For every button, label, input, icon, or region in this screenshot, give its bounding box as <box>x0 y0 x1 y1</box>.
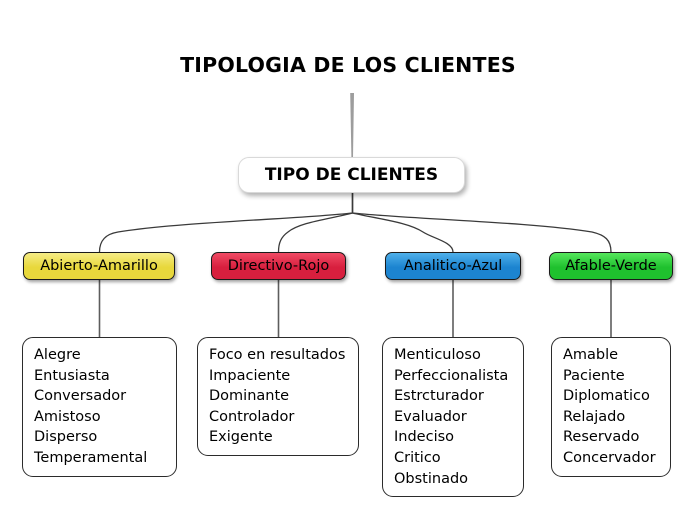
trait-item: Estrcturador <box>394 388 484 405</box>
category-node-abierto-amarillo[interactable]: Abierto-Amarillo <box>23 252 175 280</box>
trait-item: Reservado <box>563 429 640 446</box>
category-node-afable-verde[interactable]: Afable-Verde <box>549 252 673 280</box>
trait-item: Temperamental <box>34 449 148 466</box>
trait-item: Perfeccionalista <box>394 367 509 384</box>
trait-item: Indeciso <box>394 429 455 446</box>
trait-item: Diplomatico <box>563 388 650 405</box>
page-title: TIPOLOGIA DE LOS CLIENTES <box>180 53 516 77</box>
trait-item: Alegre <box>34 347 81 363</box>
connector-to-directivo-rojo <box>277 212 353 253</box>
trait-item: Dominante <box>209 388 290 405</box>
trait-item: Evaluador <box>394 408 467 425</box>
connector-to-afable-verde <box>352 212 612 253</box>
trait-item: Amable <box>563 347 619 363</box>
trait-item: Relajado <box>563 408 626 425</box>
trait-item: Foco en resultados <box>209 347 346 363</box>
trait-item: Impaciente <box>209 367 291 384</box>
category-node-analitico-azul[interactable]: Analitico-Azul <box>385 252 521 280</box>
trait-item: Exigente <box>209 429 273 446</box>
connector-to-analitico-azul <box>352 212 454 253</box>
title-to-root-stem <box>350 93 354 157</box>
connector-to-abierto-amarillo <box>98 212 353 253</box>
category-node-label: Abierto-Amarillo <box>40 258 158 274</box>
trait-item: Entusiasta <box>34 367 110 384</box>
trait-item: Obstinado <box>394 470 469 487</box>
trait-item: Disperso <box>34 429 98 446</box>
root-node-label: TIPO DE CLIENTES <box>264 165 439 185</box>
category-node-directivo-rojo[interactable]: Directivo-Rojo <box>211 252 346 280</box>
trait-item: Amistoso <box>34 408 101 425</box>
trait-item: Conversador <box>34 388 127 405</box>
root-node[interactable]: TIPO DE CLIENTES <box>238 157 465 193</box>
category-node-label: Analitico-Azul <box>403 258 503 274</box>
trait-item: Paciente <box>563 367 625 384</box>
trait-item: Critico <box>394 449 441 466</box>
category-node-label: Afable-Verde <box>565 258 657 274</box>
trait-item: Menticuloso <box>394 347 481 363</box>
trait-item: Concervador <box>563 449 656 466</box>
category-node-label: Directivo-Rojo <box>227 258 330 274</box>
trait-item: Controlador <box>209 408 295 425</box>
